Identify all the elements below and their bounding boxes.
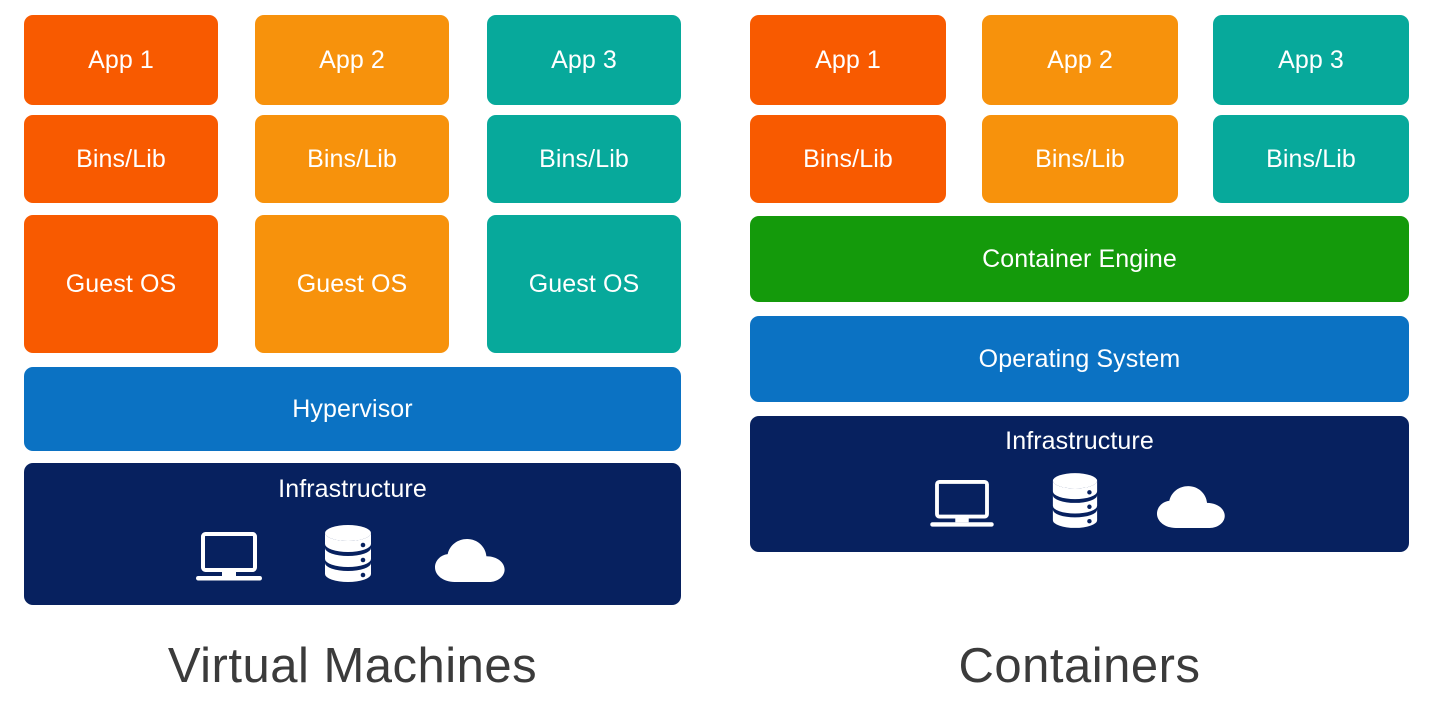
vm-app-1-box: App 1 — [24, 15, 218, 105]
vm-app-3-label: App 3 — [551, 45, 617, 74]
vm-bins-lib-3-label: Bins/Lib — [539, 144, 629, 173]
operating-system-bar: Operating System — [750, 316, 1409, 402]
vm-bins-lib-3-box: Bins/Lib — [487, 115, 681, 203]
vm-bins-lib-2-label: Bins/Lib — [307, 144, 397, 173]
container-infrastructure-label: Infrastructure — [1005, 427, 1154, 455]
vm-guest-os-2-box: Guest OS — [255, 215, 449, 353]
vm-app-1-label: App 1 — [88, 45, 154, 74]
vm-infrastructure-box: Infrastructure — [24, 463, 681, 605]
vm-bins-lib-1-label: Bins/Lib — [76, 144, 166, 173]
container-engine-bar: Container Engine — [750, 216, 1409, 302]
container-app-2-box: App 2 — [982, 15, 1178, 105]
vm-guest-os-3-label: Guest OS — [528, 269, 640, 298]
laptop-icon — [929, 480, 994, 530]
vm-bins-lib-1-box: Bins/Lib — [24, 115, 218, 203]
container-infrastructure-icons — [929, 472, 1230, 530]
vm-guest-os-1-box: Guest OS — [24, 215, 218, 353]
containers-caption: Containers — [750, 638, 1409, 694]
vm-infrastructure-label: Infrastructure — [278, 475, 427, 503]
container-app-1-box: App 1 — [750, 15, 946, 105]
container-bins-lib-2-box: Bins/Lib — [982, 115, 1178, 203]
database-icon — [1050, 472, 1100, 530]
cloud-icon — [434, 538, 510, 584]
container-infrastructure-content: Infrastructure — [750, 429, 1409, 530]
container-engine-label: Container Engine — [982, 244, 1177, 273]
database-icon — [322, 524, 374, 584]
vm-infrastructure-content: Infrastructure — [24, 477, 681, 584]
vm-app-2-box: App 2 — [255, 15, 449, 105]
vm-app-2-label: App 2 — [319, 45, 385, 74]
vm-guest-os-3-box: Guest OS — [487, 215, 681, 353]
vm-guest-os-1-label: Guest OS — [65, 269, 177, 298]
hypervisor-label: Hypervisor — [292, 394, 413, 423]
container-app-3-box: App 3 — [1213, 15, 1409, 105]
container-app-2-label: App 2 — [1047, 45, 1113, 74]
container-bins-lib-3-label: Bins/Lib — [1266, 144, 1356, 173]
virtual-machines-caption-text: Virtual Machines — [167, 639, 538, 693]
laptop-icon — [195, 532, 262, 584]
vm-app-3-box: App 3 — [487, 15, 681, 105]
container-infrastructure-box: Infrastructure — [750, 416, 1409, 552]
container-bins-lib-2-label: Bins/Lib — [1035, 144, 1125, 173]
container-bins-lib-1-label: Bins/Lib — [803, 144, 893, 173]
hypervisor-bar: Hypervisor — [24, 367, 681, 451]
container-app-3-label: App 3 — [1278, 45, 1344, 74]
vm-guest-os-2-label: Guest OS — [296, 269, 408, 298]
cloud-icon — [1156, 485, 1230, 530]
container-bins-lib-1-box: Bins/Lib — [750, 115, 946, 203]
vm-bins-lib-2-box: Bins/Lib — [255, 115, 449, 203]
operating-system-label: Operating System — [978, 344, 1181, 373]
container-bins-lib-3-box: Bins/Lib — [1213, 115, 1409, 203]
containers-caption-text: Containers — [958, 639, 1201, 693]
vm-infrastructure-icons — [195, 524, 510, 584]
virtual-machines-caption: Virtual Machines — [0, 638, 705, 694]
container-app-1-label: App 1 — [815, 45, 881, 74]
